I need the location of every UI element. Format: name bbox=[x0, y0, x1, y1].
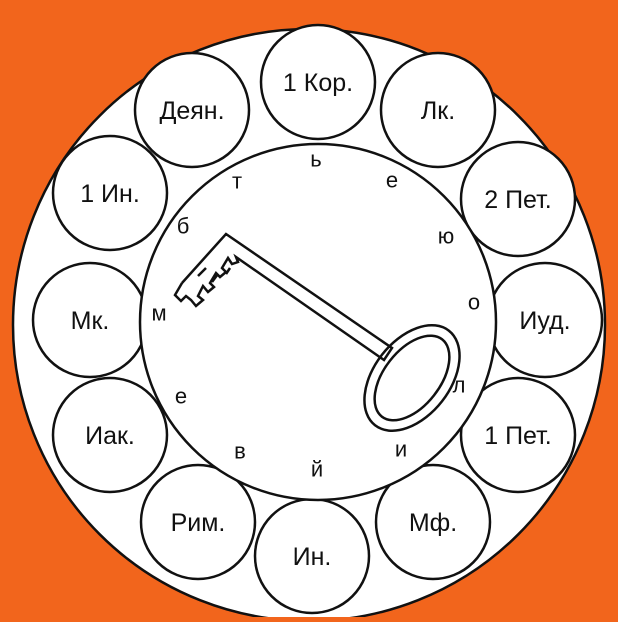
letter: о bbox=[468, 290, 480, 315]
book-label: 1 Пет. bbox=[484, 422, 552, 450]
letter: й bbox=[311, 457, 323, 482]
book-circle-in: Ин. bbox=[255, 499, 369, 613]
book-circle-1in: 1 Ин. bbox=[53, 136, 167, 250]
letter: е bbox=[175, 384, 187, 409]
book-label: Иак. bbox=[85, 422, 135, 450]
book-circle-lk: Лк. bbox=[381, 53, 495, 167]
letter: м bbox=[151, 301, 166, 326]
book-label: 1 Ин. bbox=[80, 180, 140, 208]
book-label: Иуд. bbox=[519, 307, 570, 335]
book-label: 2 Пет. bbox=[484, 186, 552, 214]
letter: и bbox=[395, 437, 407, 462]
book-circle-mk: Мк. bbox=[33, 263, 147, 377]
book-label: Мф. bbox=[409, 509, 457, 537]
book-circle-iud: Иуд. bbox=[488, 263, 602, 377]
letter: т bbox=[232, 169, 242, 194]
book-label: Мк. bbox=[71, 307, 110, 335]
letter: ь bbox=[310, 147, 321, 172]
book-circle-deyan: Деян. bbox=[135, 53, 249, 167]
inner-circle bbox=[140, 144, 496, 500]
letter: е bbox=[386, 168, 398, 193]
letter: л bbox=[453, 373, 466, 398]
letter: б bbox=[177, 214, 190, 239]
book-label: Лк. bbox=[421, 97, 455, 125]
book-circle-iak: Иак. bbox=[53, 378, 167, 492]
book-label: 1 Кор. bbox=[283, 69, 353, 97]
book-label: Деян. bbox=[159, 97, 224, 125]
book-label: Ин. bbox=[293, 543, 332, 571]
letter: ю bbox=[438, 224, 455, 249]
letter: в bbox=[234, 439, 246, 464]
book-label: Рим. bbox=[171, 509, 226, 537]
book-circle-1cor: 1 Кор. bbox=[261, 25, 375, 139]
book-circle-2pet: 2 Пет. bbox=[461, 142, 575, 256]
